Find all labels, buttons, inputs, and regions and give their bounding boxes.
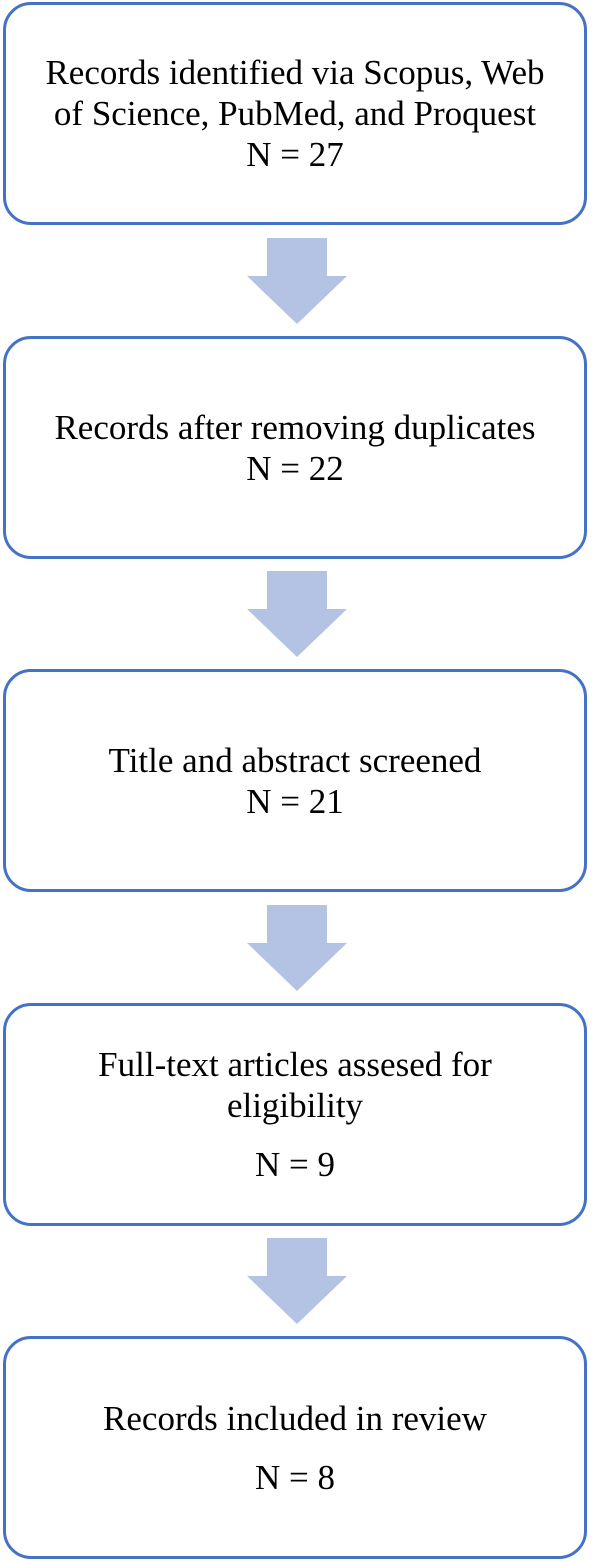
step-box-deduplicated: Records after removing duplicates N = 22	[3, 336, 587, 559]
step-count: N = 27	[246, 135, 344, 174]
down-arrow-icon	[247, 238, 347, 324]
step-label: Records included in review	[103, 1398, 487, 1438]
step-label: Records after removing duplicates	[54, 407, 536, 447]
step-count: N = 9	[254, 1145, 335, 1184]
down-arrow-icon	[247, 571, 347, 657]
step-box-identified: Records identified via Scopus, Web of Sc…	[3, 2, 587, 225]
step-box-eligibility: Full-text articles assesed for eligibili…	[3, 1003, 587, 1226]
step-label: Title and abstract screened	[108, 740, 482, 780]
step-label: Records identified via Scopus, Web of Sc…	[45, 53, 545, 133]
step-count: N = 22	[246, 448, 344, 488]
step-count: N = 21	[246, 781, 344, 821]
step-label: Full-text articles assesed for eligibili…	[98, 1045, 492, 1125]
down-arrow-icon	[247, 905, 347, 991]
down-arrow-icon	[247, 1238, 347, 1324]
step-box-screened: Title and abstract screened N = 21	[3, 669, 587, 892]
step-box-included: Records included in review N = 8	[3, 1336, 587, 1559]
step-count: N = 8	[254, 1457, 335, 1497]
